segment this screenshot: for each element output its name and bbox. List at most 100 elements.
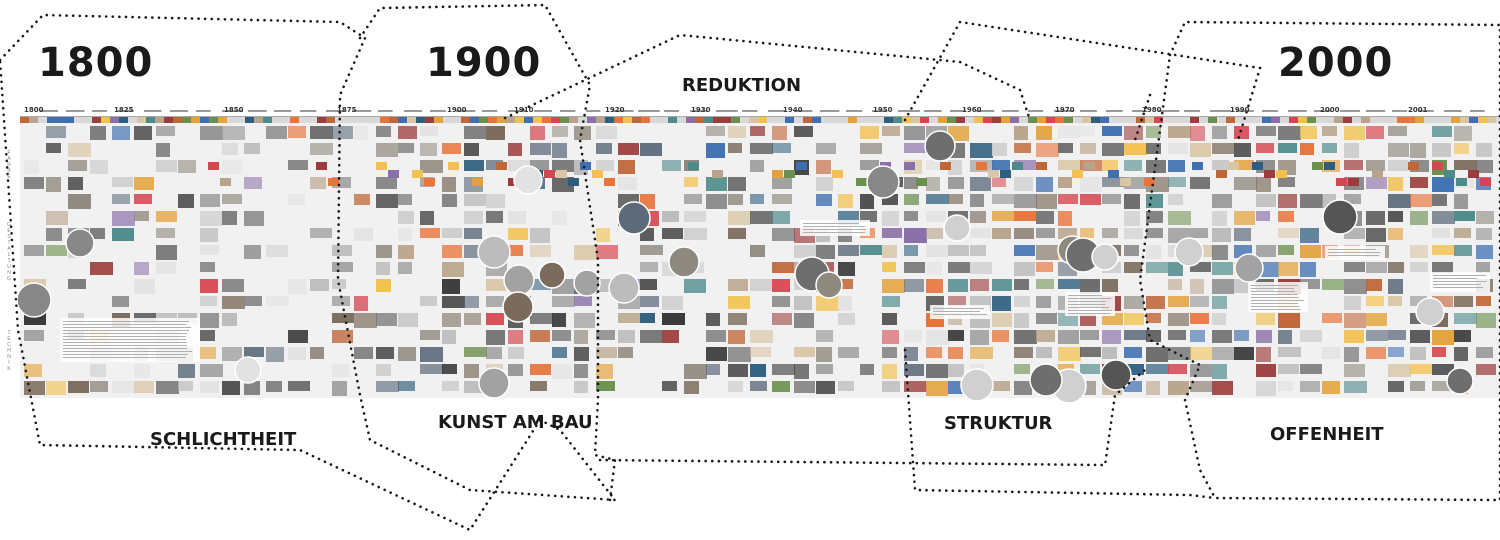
color-swatch [1172, 117, 1181, 123]
color-swatch [1276, 170, 1287, 178]
photo-thumbnail [948, 160, 962, 175]
photo-thumbnail [772, 143, 791, 153]
photo-thumbnail [1256, 194, 1276, 207]
photo-thumbnail [1388, 279, 1403, 294]
photo-thumbnail [772, 364, 795, 375]
photo-thumbnail [552, 330, 571, 341]
color-swatch [209, 117, 218, 123]
photo-thumbnail [178, 194, 194, 208]
color-swatch [388, 170, 399, 178]
photo-thumbnail [816, 143, 836, 154]
color-swatch [974, 117, 983, 123]
photo-thumbnail [816, 177, 833, 191]
photo-thumbnail [1058, 126, 1080, 138]
photo-thumbnail [1476, 211, 1494, 224]
photo-thumbnail [244, 245, 261, 259]
photo-thumbnail [244, 211, 264, 226]
photo-thumbnail [1454, 347, 1468, 361]
photo-thumbnail [1410, 211, 1428, 225]
color-swatch [1456, 178, 1467, 186]
color-swatch [604, 178, 615, 186]
photo-thumbnail [1344, 143, 1359, 158]
photo-thumbnail [530, 160, 549, 171]
photo-thumbnail [904, 381, 927, 392]
year-tick: 1940 [783, 106, 803, 114]
photo-circle [924, 130, 956, 162]
photo-thumbnail [1124, 364, 1144, 375]
photo-thumbnail [376, 364, 391, 376]
timeline-annotation [1184, 110, 1200, 112]
photo-thumbnail [46, 245, 67, 256]
color-swatch [641, 117, 650, 123]
text-note [800, 220, 870, 236]
photo-thumbnail [640, 279, 657, 290]
color-swatch [479, 117, 488, 123]
photo-thumbnail [1410, 143, 1426, 158]
color-swatch [1252, 162, 1263, 170]
photo-thumbnail [1168, 330, 1186, 340]
color-swatch [1262, 117, 1271, 123]
photo-thumbnail [1124, 160, 1142, 171]
timeline-annotation [1418, 110, 1434, 112]
color-swatch [614, 117, 623, 123]
theme-label-struktur: STRUKTUR [944, 413, 1053, 434]
color-swatch [544, 170, 555, 178]
photo-thumbnail [420, 126, 438, 136]
timeline-annotation [560, 110, 576, 112]
color-swatch [1217, 117, 1226, 123]
photo-thumbnail [68, 177, 83, 190]
timeline-annotation [1262, 110, 1278, 112]
color-swatch [1118, 117, 1127, 123]
photo-thumbnail [1454, 313, 1477, 324]
color-swatch [866, 117, 875, 123]
photo-thumbnail [1014, 279, 1029, 290]
photo-thumbnail [574, 364, 588, 378]
color-swatch [830, 117, 839, 123]
color-swatch [623, 117, 632, 123]
photo-thumbnail [442, 262, 464, 277]
dotted-boundary [903, 348, 1217, 500]
photo-thumbnail [46, 211, 68, 225]
photo-thumbnail [1234, 330, 1249, 341]
photo-thumbnail [398, 245, 414, 259]
photo-circle [573, 269, 601, 297]
color-swatch [1444, 170, 1455, 178]
photo-thumbnail [948, 364, 964, 377]
photo-thumbnail [332, 296, 350, 306]
photo-thumbnail [882, 245, 897, 258]
text-note-line [1068, 304, 1105, 305]
photo-thumbnail [420, 347, 443, 362]
photo-thumbnail [706, 126, 725, 136]
photo-thumbnail [1146, 194, 1163, 208]
photo-thumbnail [728, 296, 750, 309]
color-swatch [245, 117, 254, 123]
color-swatch [146, 117, 155, 123]
color-swatch [920, 117, 929, 123]
photo-thumbnail [1476, 228, 1492, 240]
photo-thumbnail [596, 228, 610, 242]
photo-thumbnail [596, 364, 613, 379]
photo-thumbnail [750, 364, 766, 377]
color-swatch [376, 162, 387, 170]
photo-thumbnail [1256, 126, 1276, 136]
side-label-technik: TECHNIK [6, 330, 12, 372]
text-note-line [63, 345, 187, 346]
timeline-annotation [846, 110, 863, 112]
photo-thumbnail [1476, 296, 1491, 306]
photo-thumbnail [354, 313, 377, 328]
photo-thumbnail [354, 228, 373, 241]
photo-thumbnail [1432, 330, 1454, 345]
theme-label-reduktion: REDUKTION [682, 75, 802, 96]
photo-thumbnail [1058, 279, 1080, 289]
photo-thumbnail [816, 364, 833, 374]
color-swatch [1348, 178, 1359, 186]
photo-thumbnail [46, 126, 66, 138]
photo-thumbnail [1278, 347, 1301, 357]
photo-thumbnail [1146, 211, 1163, 223]
color-swatch [412, 170, 423, 178]
photo-thumbnail [618, 177, 637, 190]
photo-thumbnail [398, 194, 412, 205]
photo-thumbnail [1124, 381, 1142, 392]
color-swatch [200, 117, 209, 123]
color-swatch [832, 170, 843, 178]
